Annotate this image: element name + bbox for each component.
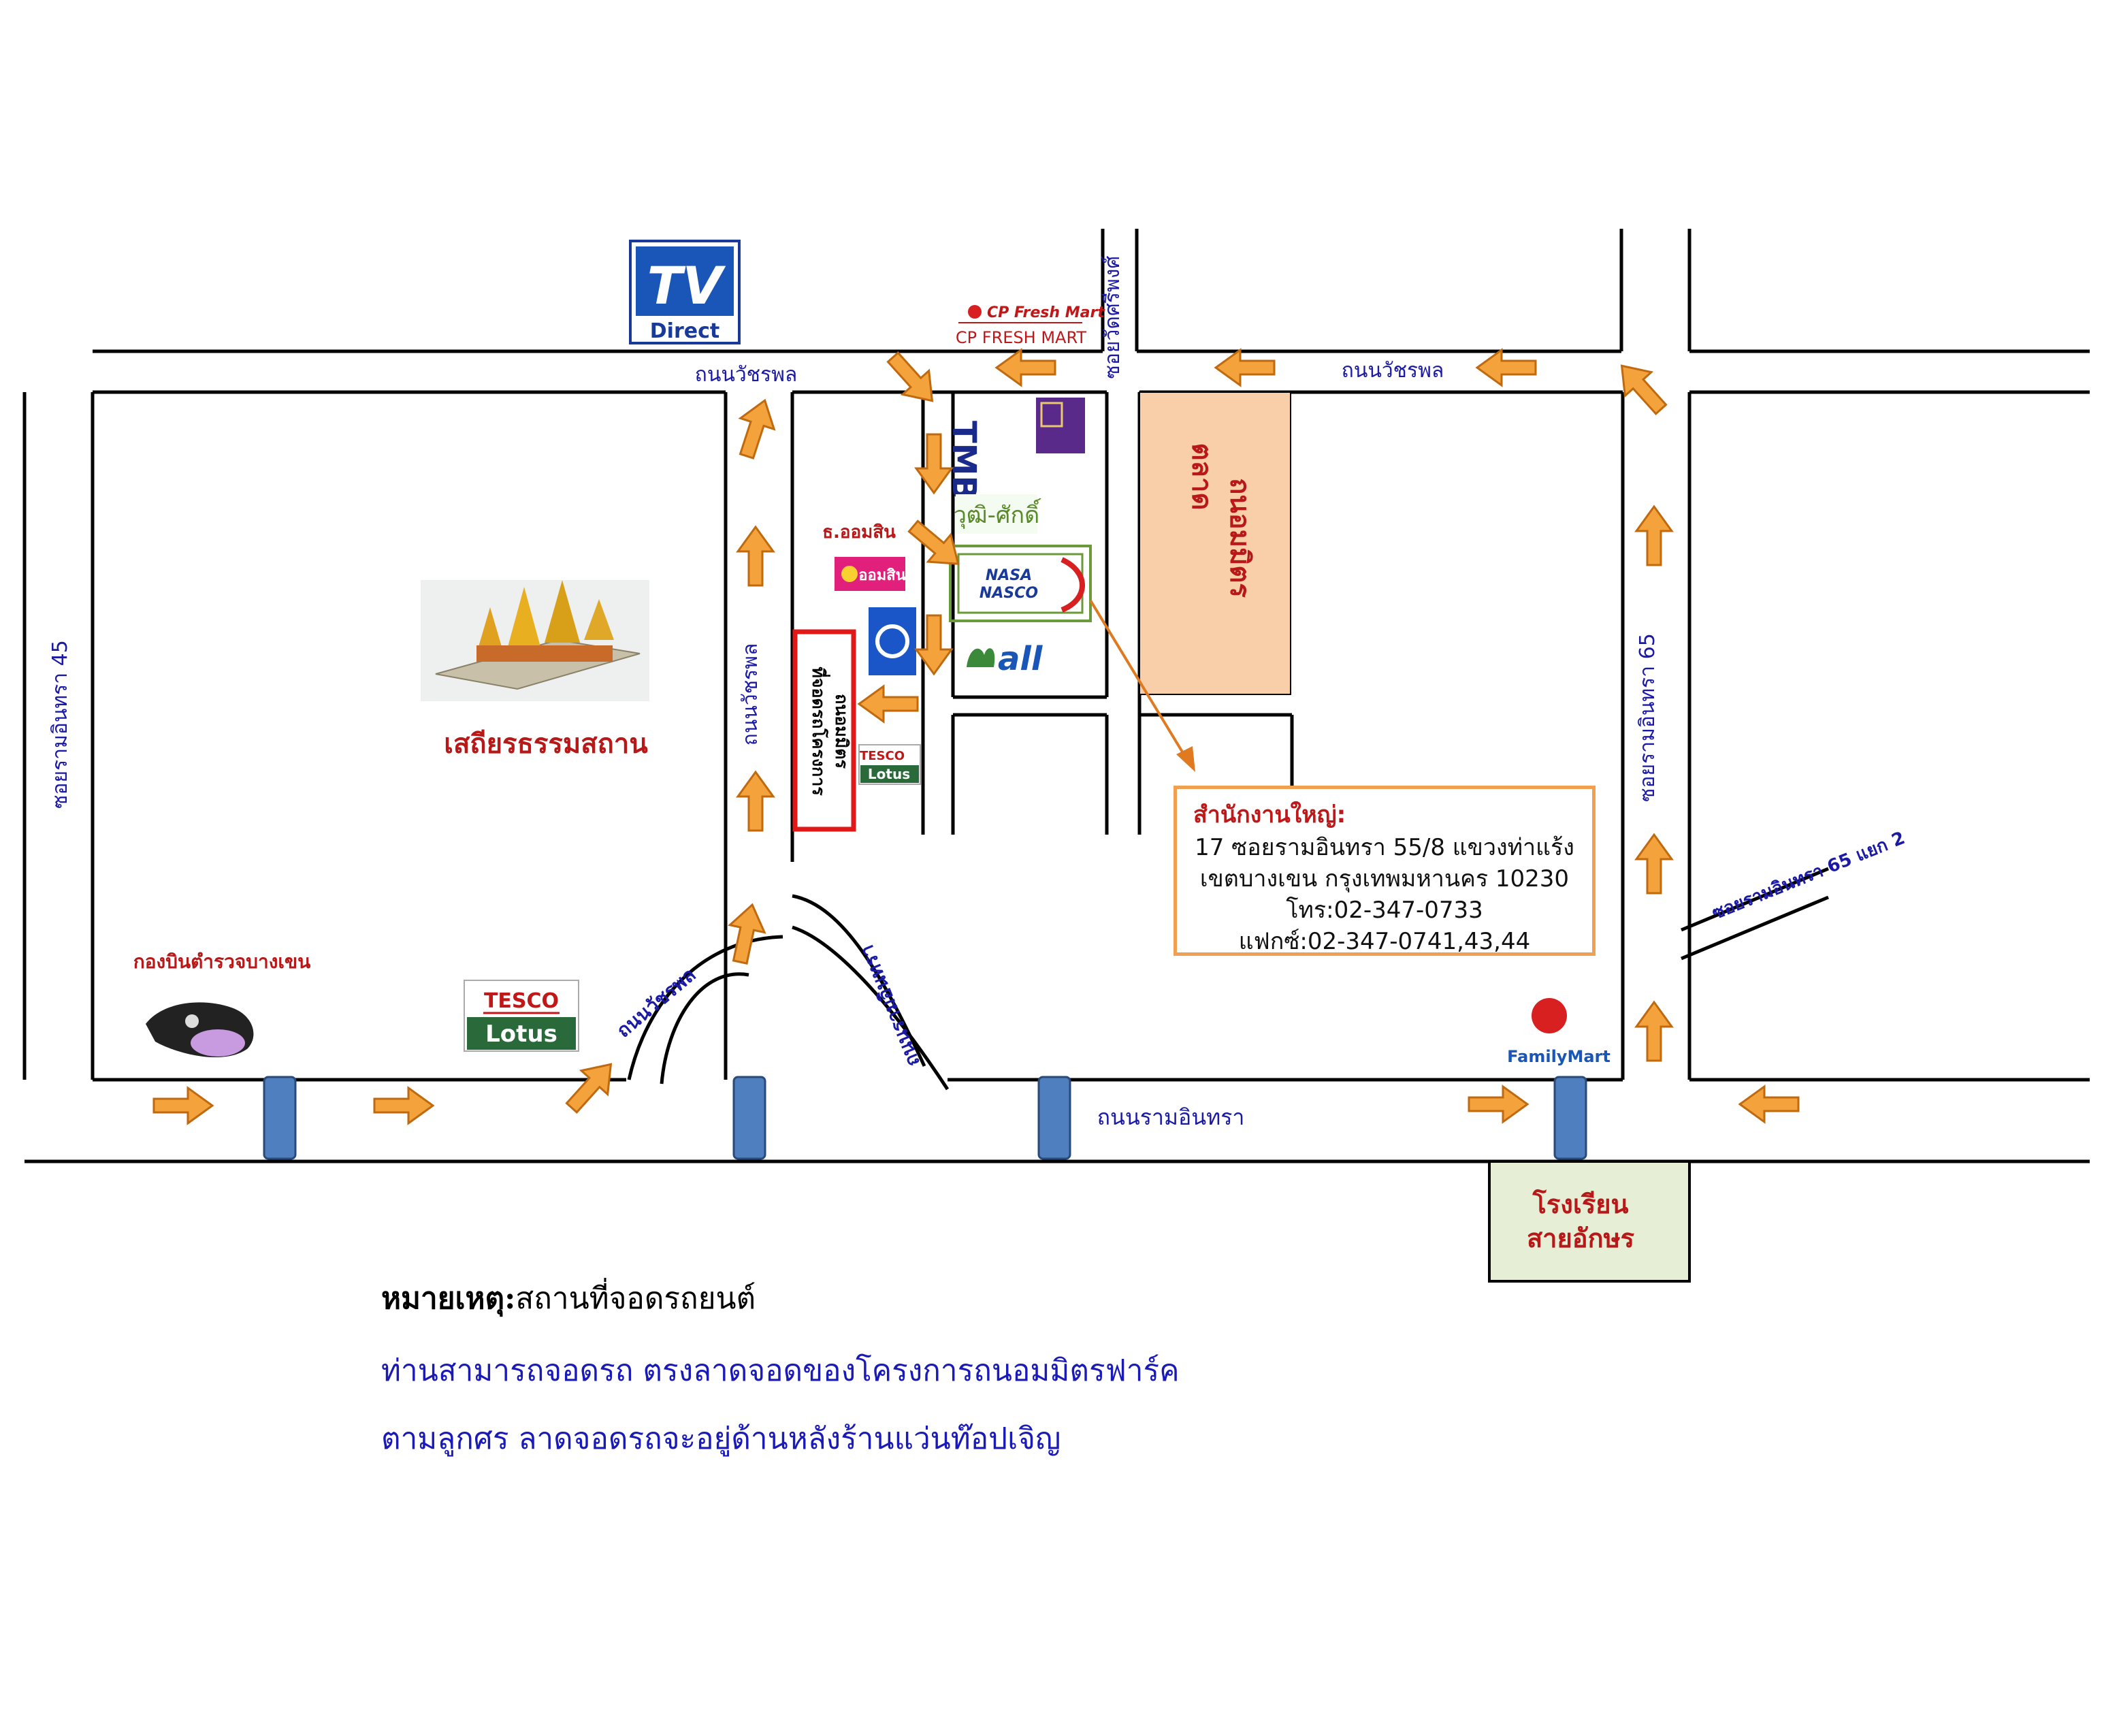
all-cafe-logo: all [967,640,1043,678]
road-lines [22,229,2090,1163]
cp-fresh-logo-text: CP Fresh Mart [987,304,1105,321]
arrow-icon [737,771,775,832]
parking-text-1: ที่จอดรถโครงการ [809,666,830,796]
tmb-logo: TMB [945,421,983,500]
temple-illustration [421,580,649,701]
office-pointer-head [1176,746,1195,772]
scb-logo [1036,398,1085,453]
arrow-icon [373,1087,434,1125]
road-label-soi-watsiphong: ซอยวัดศรีพงศ์ [1101,256,1124,379]
bus-stop [732,1076,766,1160]
arrow-icon [152,1087,214,1125]
office-phone: โทร:02-347-0733 [1286,897,1483,924]
gsb-logo: ออมสิน [835,557,906,591]
parking-note-line-2: ตามลูกศร ลาดจอดรถจะอยู่ด้านหลังร้านแว่นท… [381,1421,1061,1456]
note-label: หมายเหตุ: [381,1281,516,1316]
road-label-soi-45: ซอยรามอินทรา 45 [48,640,72,809]
road-label-soi-65: ซอยรามอินทรา 65 [1636,633,1660,802]
market-text-1: ตลาด [1186,443,1217,511]
note-heading: สถานที่จอดรถยนต์ [515,1281,756,1316]
tesco-lotus-logo: TESCO Lotus [464,980,579,1052]
office-address-2: เขตบางเขน กรุงเทพมหานคร 10230 [1199,865,1570,893]
market-block: ตลาด ถนอมมิตร [1139,391,1291,695]
school-block: โรงเรียน สายอักษร [1488,1160,1691,1283]
tmb-text: TMB [945,421,983,500]
arrow-icon [722,900,771,967]
tesco-lotus-small: TESCO Lotus [858,744,921,785]
road-label-soi-65-branch: ซอยรามอินทรา 65 แยก 2 [1709,828,1908,924]
parking-note-line-1: ท่านสามารถจอดรถ ตรงลาดจอดของโครงการถนอมม… [381,1353,1180,1388]
gsb-label: ธ.ออมสิน [822,522,896,543]
tesco-small-text: TESCO [860,749,905,763]
arrow-icon [1635,1001,1673,1062]
nasa-text: NASA [986,567,1032,584]
school-text-1: โรงเรียน [1532,1189,1628,1219]
cp-fresh-mart-label: CP FRESH MART [956,328,1086,347]
arrow-icon [1607,353,1675,423]
road-label-middle: ถนนวัชรพล [739,643,762,746]
arrow-icon [1738,1085,1800,1123]
office-fax: แฟกซ์:02-347-0741,43,44 [1238,928,1531,955]
arrow-icon [1468,1085,1529,1123]
office-pointer-line [1089,599,1188,761]
arrow-icon [737,526,775,587]
nasco-text: NASCO [980,585,1038,602]
arrow-icon [879,344,947,414]
road-label-top-right: ถนนวัชรพล [1342,359,1444,383]
bus-stop [1037,1076,1071,1160]
family-mart-logo: FamilyMart [1507,998,1611,1066]
arrow-icon [1635,833,1673,895]
parking-text-2: ถนอมมิตร [832,694,852,769]
arrow-icon [1214,349,1276,387]
tv-direct-logo: TV Direct [629,240,741,344]
nasa-nasco-logo: NASA NASCO [949,545,1092,622]
office-title: สำนักงานใหญ่: [1193,801,1346,829]
office-address-1: 17 ซอยรามอินทรา 55/8 แขวงท่าแร้ง [1195,834,1574,861]
family-mart-text: FamilyMart [1507,1047,1611,1066]
market-text-2: ถนอมมิตร [1224,478,1255,598]
juthasak-text: วุฒิ-ศักดิ์ [954,498,1041,529]
road-label-curve-right: ถนนรามอินทรา [855,942,924,1070]
police-label: กองบินตำรวจบางเขน [133,950,310,973]
arrow-icon [1635,505,1673,566]
arrow-icon [995,349,1056,387]
head-office-box: สำนักงานใหญ่: 17 ซอยรามอินทรา 55/8 แขวงท… [1174,786,1596,956]
temple-label: เสถียรธรรมสถาน [444,728,647,760]
school-text-2: สายอักษร [1527,1223,1635,1253]
gsb-logo-text: ออมสิน [858,567,905,584]
bus-stops [263,1076,1587,1160]
arrow-icon [858,685,919,723]
bus-stop [263,1076,297,1160]
lotus-small-text: Lotus [868,766,910,782]
bangkok-bank-logo [869,607,916,675]
arrow-icon [728,393,783,463]
all-text: all [998,640,1043,678]
parking-note-heading: หมายเหตุ:สถานที่จอดรถยนต์ [381,1274,756,1322]
tv-direct-top-text: TV [647,255,726,316]
bus-stop [1553,1076,1587,1160]
parking-box: ที่จอดรถโครงการ ถนอมมิตร [792,629,856,832]
arrow-icon [1476,349,1537,387]
tv-direct-bottom-text: Direct [650,319,719,343]
tesco-text: TESCO [484,989,559,1013]
lotus-text: Lotus [485,1020,557,1048]
road-label-top-left: ถนนวัชรพล [695,363,798,387]
cp-fresh-mart: CP Fresh Mart CP FRESH MART [956,304,1105,347]
police-aircraft-icon [146,1002,254,1058]
road-label-curve-left: ถนนวัชรพล [612,963,700,1042]
arrow-icon [557,1051,626,1121]
road-label-bottom: ถนนรามอินทรา [1097,1104,1245,1130]
juthasak-logo: วุฒิ-ศักดิ์ [954,494,1041,534]
